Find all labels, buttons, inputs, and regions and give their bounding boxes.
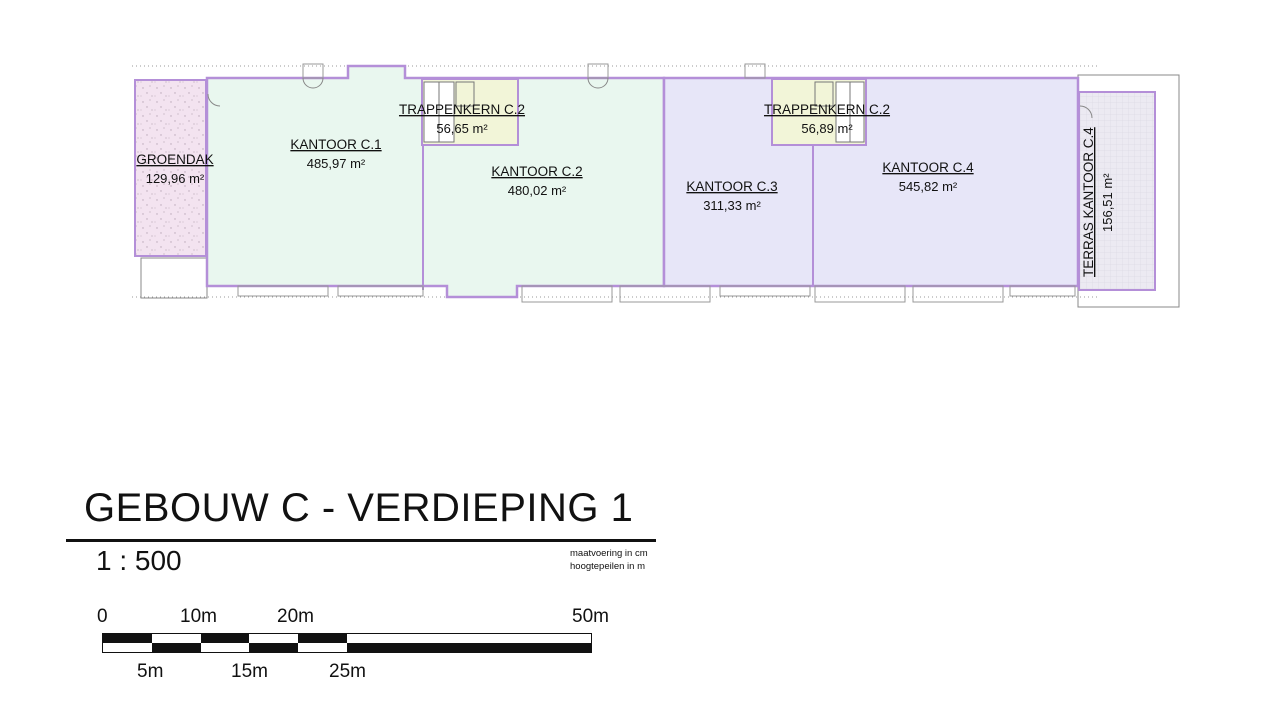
- room-area-kantoor-c4: 545,82 m²: [899, 179, 958, 194]
- floor-plan: GROENDAK 129,96 m² KANTOOR C.1 485,97 m²…: [132, 63, 1180, 308]
- scale-label-20m: 20m: [277, 606, 314, 627]
- elevator-icon-2: [814, 81, 834, 107]
- note-levels: hoogtepeilen in m: [570, 561, 645, 572]
- room-area-groendak: 129,96 m²: [146, 171, 205, 186]
- elevator-icon-1: [455, 81, 475, 107]
- scale-bar-graphic: [102, 633, 592, 653]
- room-name-groendak: GROENDAK: [136, 152, 213, 167]
- room-name-trappenkern-1: TRAPPENKERN C.2: [399, 102, 525, 117]
- room-name-kantoor-c1: KANTOOR C.1: [290, 137, 381, 152]
- room-area-kantoor-c1: 485,97 m²: [307, 156, 366, 171]
- scale-label-15m: 15m: [231, 661, 268, 682]
- room-name-kantoor-c3: KANTOOR C.3: [686, 179, 777, 194]
- room-name-terras-kantoor-c4: TERRAS KANTOOR C.4: [1081, 127, 1096, 277]
- scale-label-0: 0: [97, 606, 108, 627]
- room-area-terras-kantoor-c4: 156,51 m²: [1100, 173, 1115, 232]
- room-name-trappenkern-2: TRAPPENKERN C.2: [764, 102, 890, 117]
- scale-label-25m: 25m: [329, 661, 366, 682]
- scale-label-5m: 5m: [137, 661, 164, 682]
- room-area-trappenkern-2: 56,89 m²: [801, 121, 853, 136]
- room-groendak: [134, 79, 207, 257]
- room-area-trappenkern-1: 56,65 m²: [436, 121, 488, 136]
- balcony-outline-left: [140, 257, 208, 299]
- scale-label-50m: 50m: [572, 606, 609, 627]
- door-swings: [207, 77, 1093, 119]
- room-area-kantoor-c3: 311,33 m²: [703, 198, 761, 213]
- scale-ratio: 1 : 500: [96, 545, 182, 576]
- drawing-title: GEBOUW C - VERDIEPING 1: [84, 486, 634, 530]
- scale-label-10m: 10m: [180, 606, 217, 627]
- room-name-kantoor-c2: KANTOOR C.2: [491, 164, 582, 179]
- room-area-kantoor-c2: 480,02 m²: [508, 183, 567, 198]
- window-frames: [237, 63, 1076, 303]
- title-divider: [66, 539, 656, 542]
- note-dimensions: maatvoering in cm: [570, 548, 648, 559]
- room-name-kantoor-c4: KANTOOR C.4: [882, 160, 974, 175]
- purple-office-zone: [662, 76, 1080, 288]
